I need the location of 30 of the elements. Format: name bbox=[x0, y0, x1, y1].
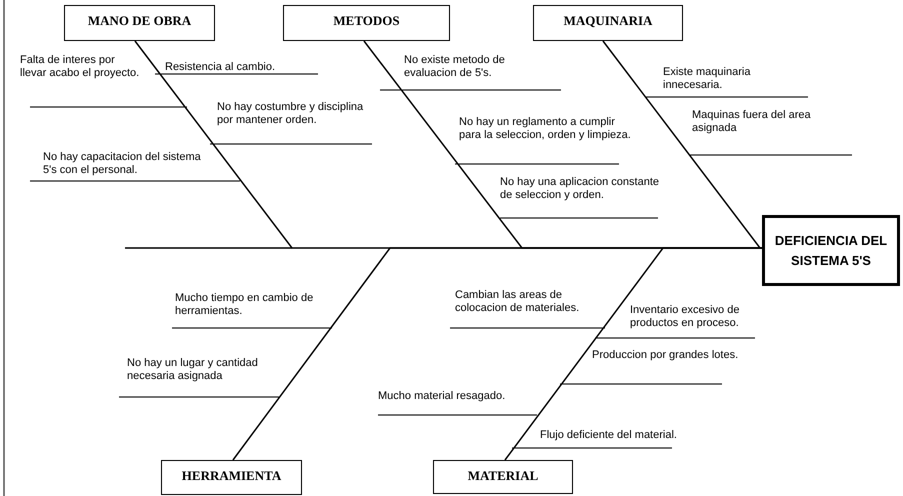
cause-text: Inventario excesivo de productos en proceso. bbox=[630, 304, 740, 330]
cause-text: Mucho tiempo en cambio de herramientas. bbox=[175, 292, 314, 318]
cause-text: Maquinas fuera del area asignada bbox=[692, 109, 812, 135]
cause-text: Flujo deficiente del material. bbox=[540, 429, 678, 442]
category-box bbox=[161, 460, 302, 495]
cause-text: Existe maquinaria innecesaria. bbox=[663, 66, 752, 92]
category-title: MANO DE OBRA bbox=[88, 13, 192, 29]
cause-text: No existe metodo de evaluacion de 5's. bbox=[404, 54, 506, 80]
cause-text: Mucho material resagado. bbox=[378, 390, 506, 403]
category-title: MAQUINARIA bbox=[564, 13, 652, 29]
category-box bbox=[433, 460, 573, 494]
effect-title: DEFICIENCIA DEL SISTEMA 5'S bbox=[774, 232, 888, 270]
category-title: MATERIAL bbox=[468, 468, 538, 484]
bone-line bbox=[602, 40, 762, 249]
bone-line bbox=[504, 247, 762, 460]
cause-text: No hay capacitacion del sistema 5's con el personal. bbox=[43, 151, 202, 177]
effect-box bbox=[762, 215, 900, 286]
cause-text: No hay un lugar y cantidad necesaria asignada bbox=[127, 357, 259, 383]
category-box bbox=[283, 5, 450, 41]
cause-text: No hay un reglamento a cumplir para la seleccion, orden y limpieza. bbox=[459, 116, 632, 142]
cause-text: Falta de interes por llevar acabo el proyecto. bbox=[20, 54, 140, 80]
cause-text: Produccion por grandes lotes. bbox=[592, 349, 740, 362]
category-title: HERRAMIENTA bbox=[182, 468, 282, 484]
cause-text: Resistencia al cambio. bbox=[165, 61, 276, 74]
category-box bbox=[64, 5, 215, 41]
cause-text: Cambian las areas de colocacion de materiales. bbox=[455, 289, 580, 315]
cause-text: No hay costumbre y disciplina por mantener orden. bbox=[217, 101, 364, 127]
cause-text: No hay una aplicacion constante de seleccion y orden. bbox=[500, 176, 660, 202]
category-title: METODOS bbox=[333, 13, 400, 29]
category-box bbox=[533, 5, 683, 41]
